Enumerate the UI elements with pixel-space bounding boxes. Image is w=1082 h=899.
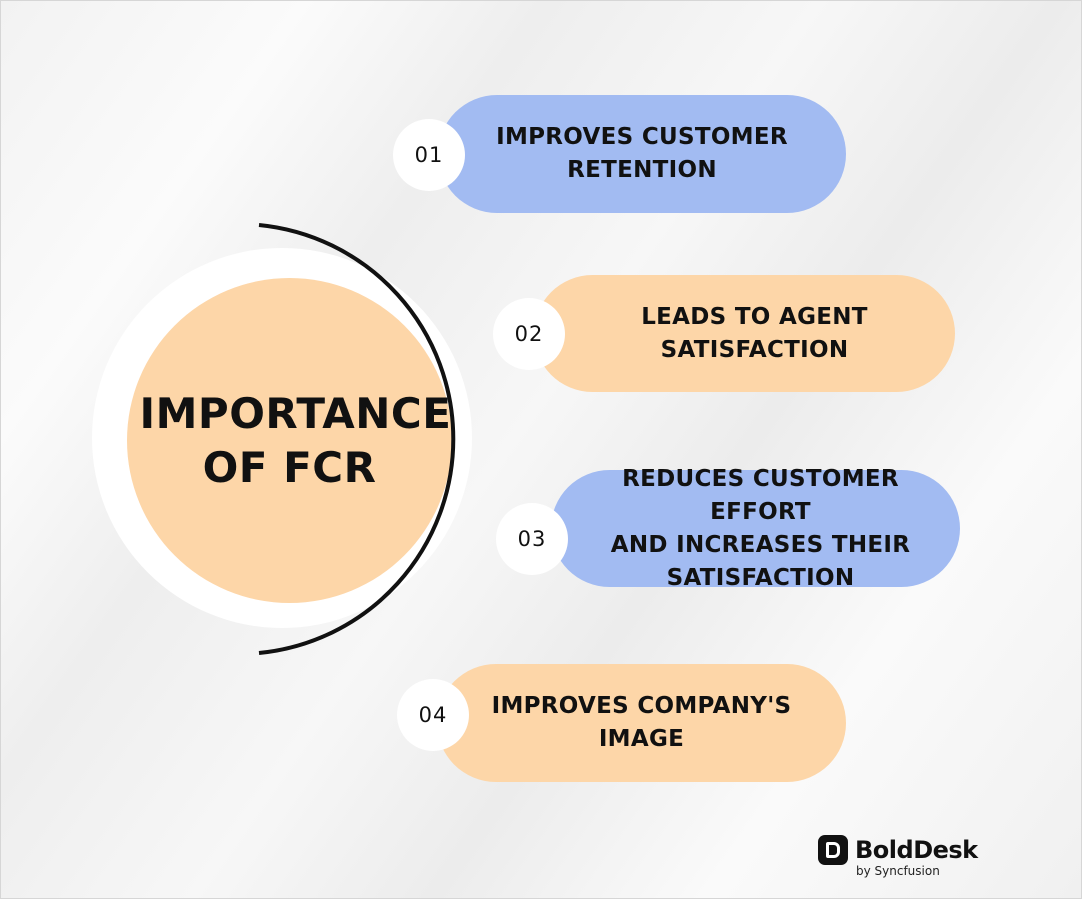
item-01-badge: 01 — [393, 119, 465, 191]
hub-title-line1: IMPORTANCE — [139, 388, 452, 438]
item-04-line1: IMPROVES COMPANY'S — [491, 693, 792, 719]
item-04-number: 04 — [418, 703, 448, 727]
item-03-pill: REDUCES CUSTOMER EFFORT AND INCREASES TH… — [551, 466, 960, 591]
item-04-pill: IMPROVES COMPANY'S IMAGE — [437, 664, 846, 782]
item-03-line3: SATISFACTION — [666, 564, 855, 591]
item-02-text: LEADS TO AGENT SATISFACTION — [590, 301, 920, 367]
item-04-badge: 04 — [397, 679, 469, 751]
hub-title-line2: OF FCR — [202, 442, 377, 492]
bolddesk-logo-icon — [818, 835, 848, 865]
item-01-line2: RETENTION — [567, 157, 717, 183]
item-03-text: REDUCES CUSTOMER EFFORT AND INCREASES TH… — [571, 463, 951, 595]
logo-brand: BoldDesk — [855, 836, 978, 864]
item-01-line1: IMPROVES CUSTOMER — [496, 124, 788, 150]
center-hub: IMPORTANCE OF FCR — [127, 278, 452, 603]
item-02-pill: LEADS TO AGENT SATISFACTION — [534, 275, 955, 392]
item-04-line2: IMAGE — [598, 726, 685, 752]
item-01-text: IMPROVES CUSTOMER RETENTION — [477, 121, 807, 187]
item-03-line2: AND INCREASES THEIR — [610, 531, 911, 558]
item-02-badge: 02 — [493, 298, 565, 370]
item-03-line1: REDUCES CUSTOMER EFFORT — [622, 465, 899, 525]
item-01-number: 01 — [414, 143, 444, 167]
item-03-number: 03 — [517, 527, 547, 551]
item-02-number: 02 — [514, 322, 544, 346]
item-02-line2: SATISFACTION — [660, 336, 849, 363]
bolddesk-logo: BoldDesk by Syncfusion — [818, 835, 988, 880]
hub-title: IMPORTANCE OF FCR — [139, 387, 452, 495]
item-04-text: IMPROVES COMPANY'S IMAGE — [477, 690, 807, 756]
logo-sub: by Syncfusion — [856, 864, 940, 878]
item-02-line1: LEADS TO AGENT — [641, 303, 868, 330]
item-03-badge: 03 — [496, 503, 568, 575]
item-01-pill: IMPROVES CUSTOMER RETENTION — [438, 95, 846, 213]
